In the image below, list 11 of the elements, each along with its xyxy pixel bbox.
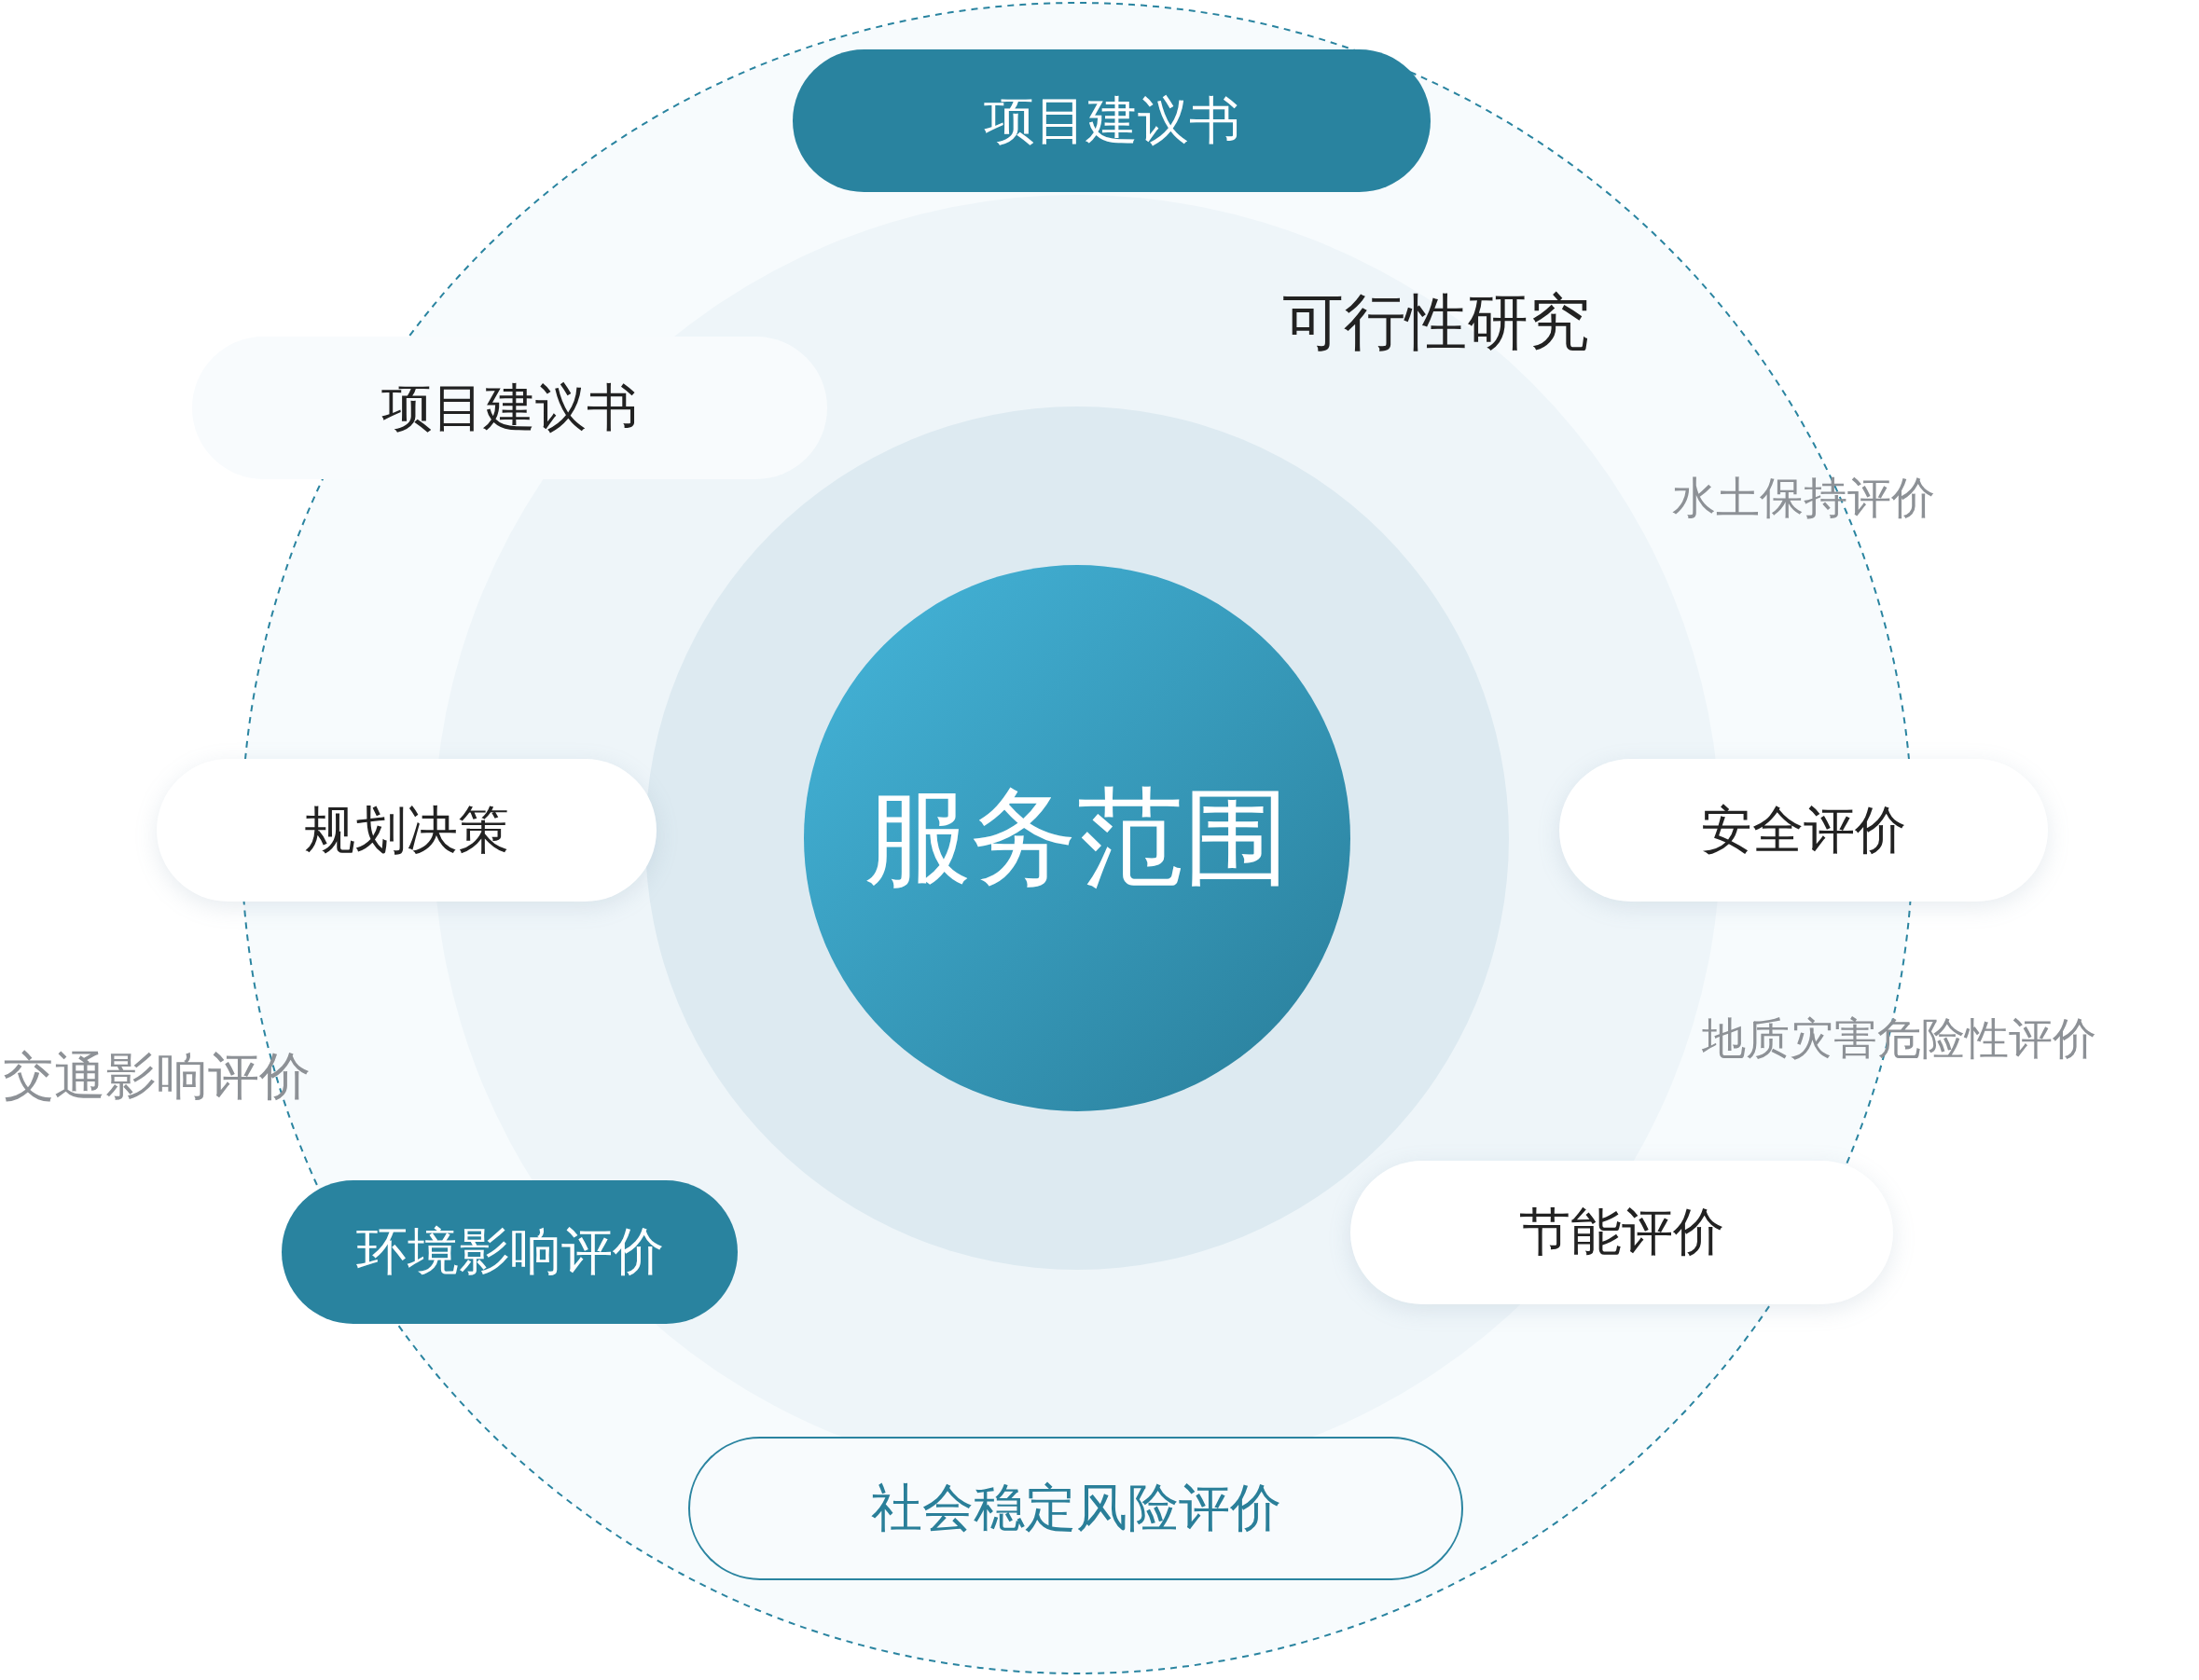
text-label: 交通影响评价 [3,1045,311,1108]
text-label: 水土保持评价 [1672,470,1935,525]
rounded-label-box: 规划决策 [157,759,657,902]
rounded-label-box: 项目建议书 [793,49,1431,192]
rounded-label-box: 环境影响评价 [282,1180,738,1324]
rounded-label-box: 社会稳定风险评价 [688,1437,1463,1580]
rounded-label-box: 安全评价 [1559,759,2048,902]
rounded-label-box: 项目建议书 [192,337,827,479]
text-label: 地质灾害危险性评价 [1701,1011,2096,1066]
text-label: 可行性研究 [1282,285,1590,360]
rounded-label-box: 节能评价 [1350,1161,1893,1304]
